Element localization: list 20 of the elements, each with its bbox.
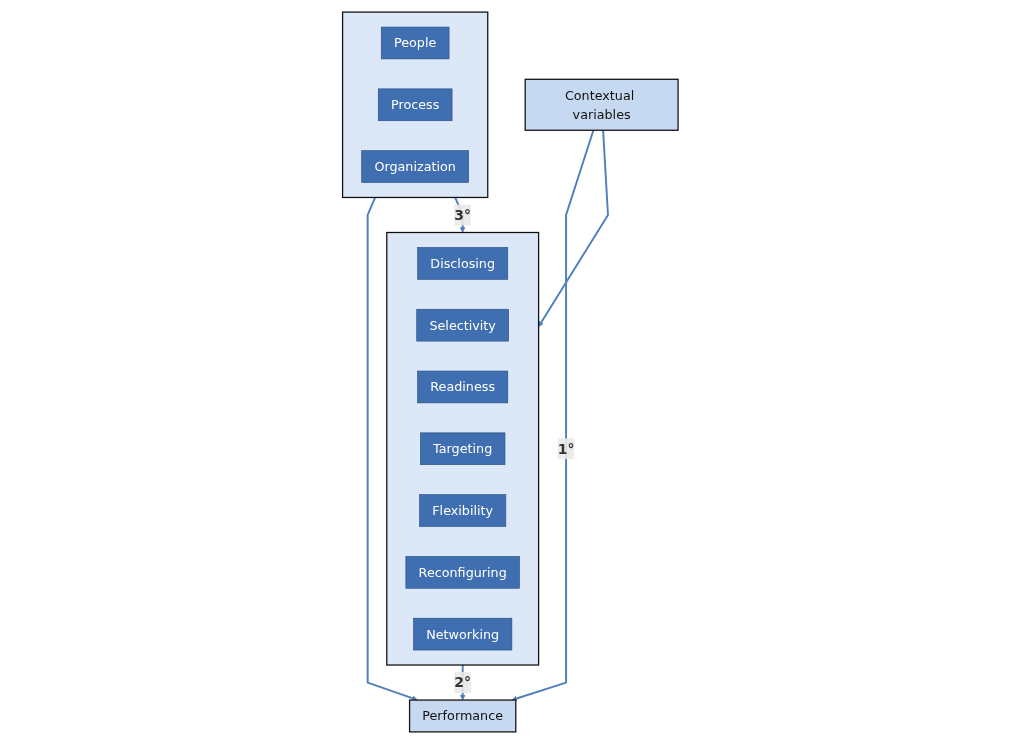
node-box: Organization	[361, 150, 469, 183]
node-box: Networking	[412, 617, 512, 651]
arrow	[366, 196, 418, 701]
arrow	[538, 129, 609, 327]
node-box: Readiness	[416, 370, 508, 404]
edge-label: 1°	[557, 440, 575, 457]
node-box: Performance	[408, 699, 517, 733]
node-box: Targeting	[419, 432, 505, 465]
node-box: Process	[377, 88, 453, 121]
edge-label: 3°	[453, 207, 471, 223]
node-box: Contextual variables	[524, 78, 679, 131]
node-box: Flexibility	[418, 494, 506, 527]
node-box: Disclosing	[416, 247, 508, 280]
node-box: Selectivity	[416, 308, 509, 342]
node-box: People	[380, 26, 450, 60]
node-box: Reconfiguring	[405, 556, 520, 589]
arrow	[511, 129, 595, 702]
cluster	[341, 11, 489, 199]
edge-label: 2°	[453, 674, 471, 691]
cluster	[385, 231, 539, 666]
